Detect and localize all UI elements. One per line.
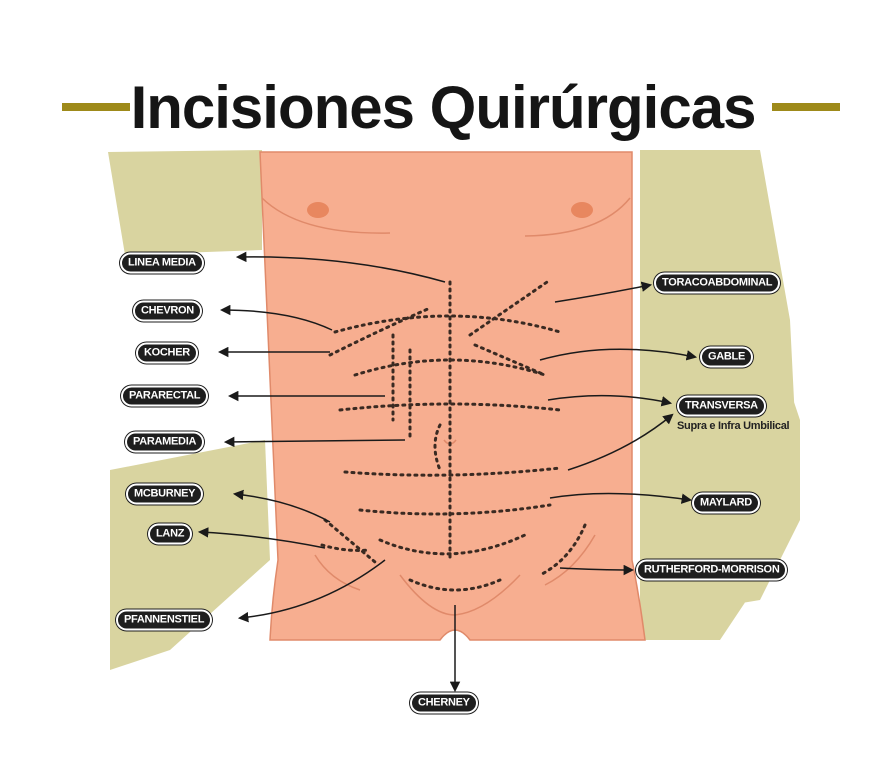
incision-pfannenstiel	[378, 533, 527, 556]
arrow-lanz	[197, 527, 326, 549]
incision-periumbilical	[433, 423, 442, 472]
incision-cherney	[408, 578, 502, 592]
pectoral-line-right	[524, 197, 631, 237]
label-mcburney: MCBURNEY	[126, 483, 204, 505]
label-kocher: KOCHER	[136, 342, 198, 364]
arrow-transversa-infra	[567, 413, 674, 471]
arrow-paramedia	[223, 436, 406, 448]
label-transversa: TRANSVERSA	[677, 395, 766, 417]
arrow-maylard	[549, 492, 693, 504]
label-maylard: MAYLARD	[692, 492, 760, 514]
label-transversa-note: Supra e Infra Umbilical	[677, 420, 790, 432]
arrow-mcburney	[232, 489, 331, 523]
arrow-transversa	[547, 394, 673, 407]
page-title: Incisiones Quirúrgicas	[130, 74, 757, 141]
nipple-left	[307, 202, 329, 218]
pectoral-line-left	[261, 197, 391, 234]
label-toracoabdominal: TORACOABDOMINAL	[654, 272, 781, 294]
label-linea-media: LINEA MEDIA	[120, 252, 204, 274]
arrow-chevron	[219, 304, 333, 331]
label-pararectal: PARARECTAL	[121, 385, 209, 407]
incision-lanz	[320, 543, 372, 552]
incision-subcostal-right	[473, 343, 547, 377]
label-rutherford-morrison: RUTHERFORD-MORRISON	[636, 559, 788, 581]
incision-kocher	[328, 306, 432, 357]
incision-rutherford-morrison	[538, 523, 587, 577]
label-chevron: CHEVRON	[133, 300, 202, 322]
groin-line-left	[314, 554, 361, 591]
label-pfannenstiel: PFANNENSTIEL	[116, 609, 213, 631]
torso	[259, 151, 646, 641]
label-cherney: CHERNEY	[410, 692, 478, 714]
arrows	[197, 251, 698, 693]
groin-line-right	[544, 534, 596, 586]
title-rule-right	[772, 103, 840, 111]
title-rule-left	[62, 103, 130, 111]
label-paramedia: PARAMEDIA	[125, 431, 205, 453]
incisions	[320, 278, 587, 592]
arrow-gable	[539, 348, 698, 361]
incision-transversa-supra	[338, 402, 562, 412]
incision-chevron	[333, 314, 562, 334]
arrow-toracoabdominal	[554, 281, 653, 303]
arrow-linea-media	[235, 251, 446, 283]
arrow-rutherford-morrison	[559, 564, 635, 576]
arrow-pfannenstiel	[237, 559, 386, 623]
incision-transversa-infra	[343, 466, 562, 477]
nipple-right	[571, 202, 593, 218]
label-gable: GABLE	[700, 346, 754, 368]
incision-toracoabdominal	[468, 278, 552, 337]
label-lanz: LANZ	[148, 523, 193, 545]
incision-gable	[353, 358, 547, 377]
incision-maylard	[358, 503, 552, 516]
